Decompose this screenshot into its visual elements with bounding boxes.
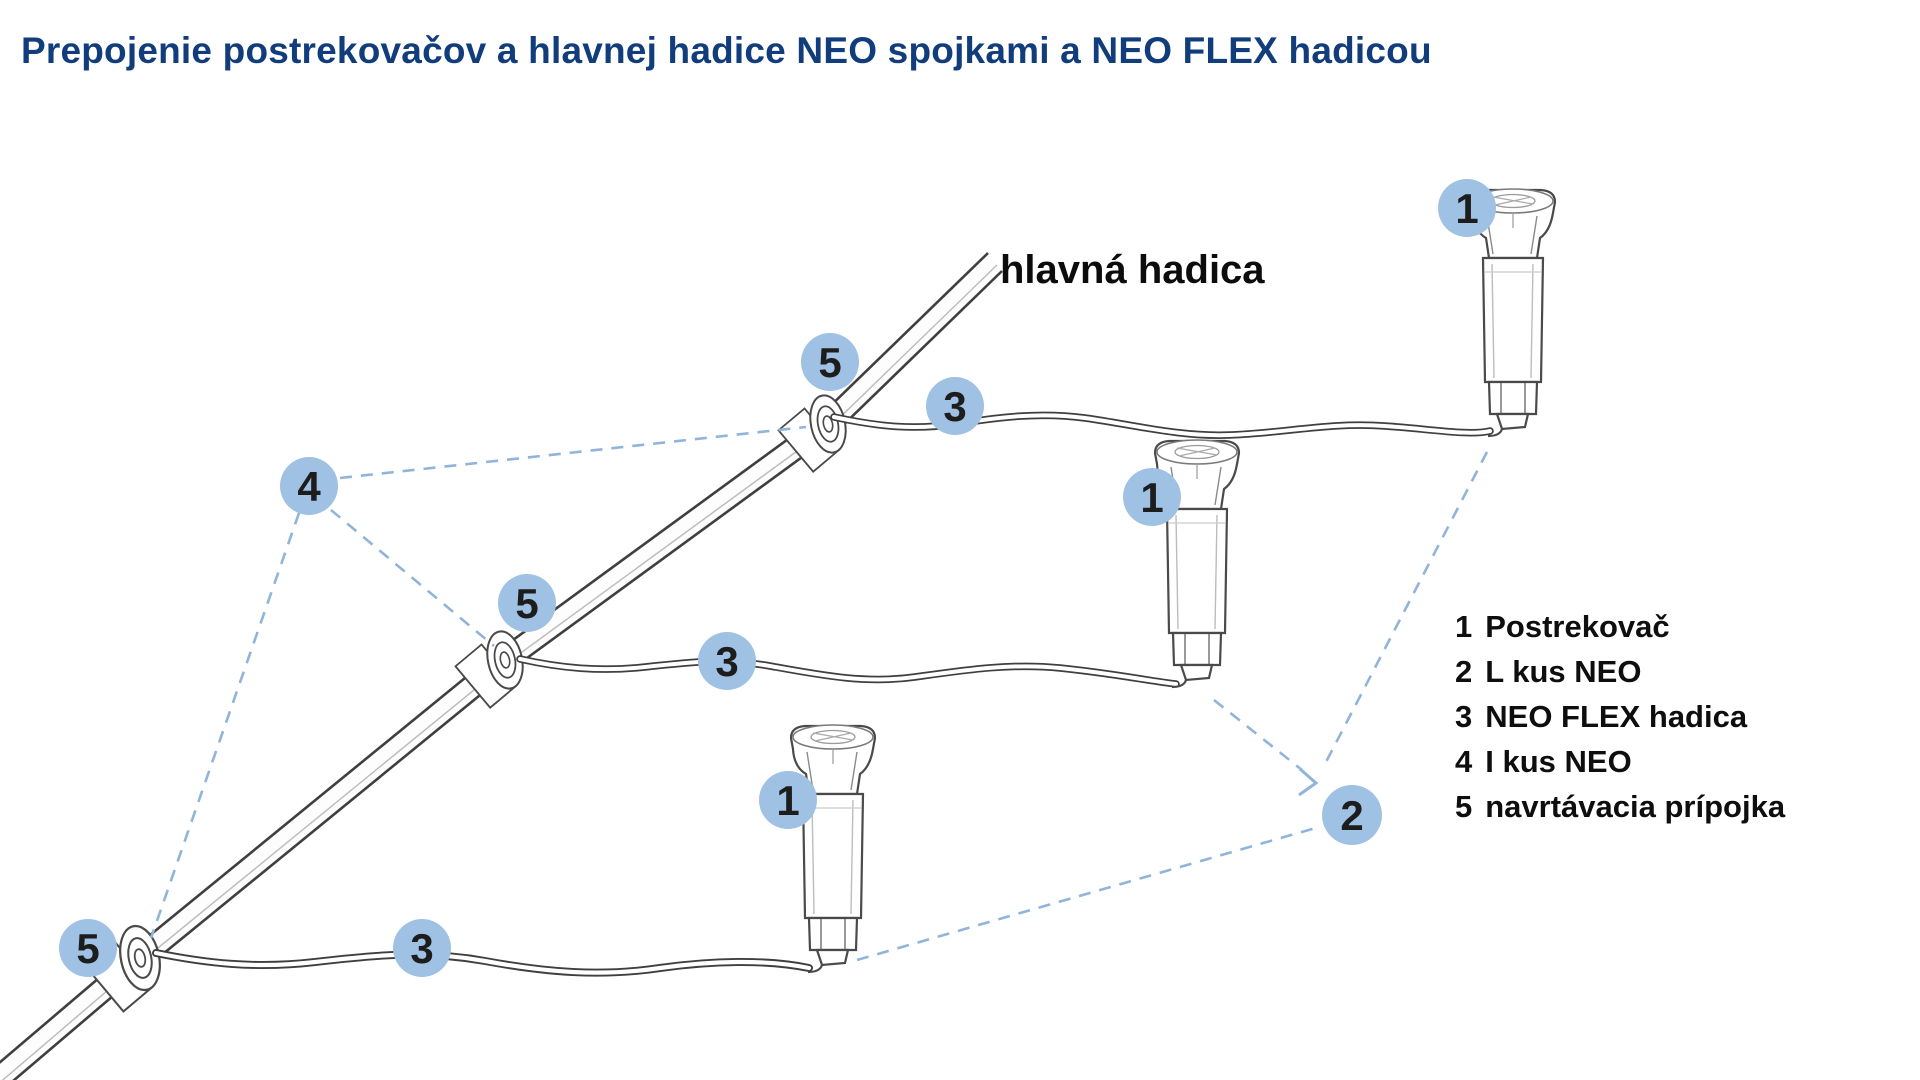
neo-flex-hose-bottom bbox=[152, 949, 813, 977]
marker-circle bbox=[1438, 179, 1496, 237]
marker-circle bbox=[59, 919, 117, 977]
marker-circle bbox=[801, 333, 859, 391]
marker-4: 4 bbox=[280, 457, 338, 515]
marker-circle bbox=[1123, 468, 1181, 526]
legend-item-label: navrtávacia prípojka bbox=[1485, 789, 1786, 824]
marker-5-top: 5 bbox=[801, 333, 859, 391]
callout-4-to-middle-saddle bbox=[330, 509, 495, 647]
marker-circle bbox=[280, 457, 338, 515]
legend-item-number: 1 bbox=[1455, 609, 1473, 644]
main-hose-label: hlavná hadica bbox=[1000, 248, 1265, 292]
marker-3-top: 3 bbox=[926, 377, 984, 435]
legend-item-i-kus-neo: 4 I kus NEO bbox=[1455, 739, 1785, 784]
legend-item-number: 2 bbox=[1455, 654, 1473, 689]
marker-number: 1 bbox=[776, 777, 799, 824]
callout-dashed-lines bbox=[149, 425, 1489, 962]
marker-number: 2 bbox=[1340, 792, 1363, 839]
neo-flex-hose-middle bbox=[516, 655, 1180, 688]
marker-1-top: 1 bbox=[1438, 179, 1496, 237]
legend-item-neo-flex-hadica: 3 NEO FLEX hadica bbox=[1455, 694, 1785, 739]
marker-number: 3 bbox=[943, 383, 966, 430]
marker-3-middle: 3 bbox=[698, 632, 756, 690]
legend-item-postrekovac: 1 Postrekovač bbox=[1455, 604, 1785, 649]
sprinkler-bottom bbox=[789, 723, 877, 974]
callout-arrowhead bbox=[1298, 767, 1319, 797]
marker-circle bbox=[393, 919, 451, 977]
marker-number: 1 bbox=[1455, 185, 1478, 232]
marker-number: 5 bbox=[76, 925, 99, 972]
legend-item-label: L kus NEO bbox=[1485, 654, 1642, 689]
marker-number: 3 bbox=[410, 925, 433, 972]
marker-circle bbox=[1322, 785, 1382, 845]
marker-number: 5 bbox=[515, 580, 538, 627]
marker-number: 5 bbox=[818, 339, 841, 386]
legend-item-navrtavacia-pripojka: 5 navrtávacia prípojka bbox=[1455, 784, 1785, 829]
marker-circle bbox=[926, 377, 984, 435]
legend-item-label: I kus NEO bbox=[1485, 744, 1632, 779]
callout-2-to-top-sprinkler bbox=[1324, 451, 1489, 763]
legend: 1 Postrekovač 2 L kus NEO 3 NEO FLEX hadica… bbox=[1455, 604, 1785, 829]
marker-circle bbox=[759, 771, 817, 829]
marker-2: 2 bbox=[1322, 785, 1382, 845]
page-title: Prepojenie postrekovačov a hlavnej hadic… bbox=[21, 30, 1432, 71]
marker-number: 3 bbox=[715, 638, 738, 685]
callout-4-to-top-saddle bbox=[339, 425, 807, 480]
marker-1-middle: 1 bbox=[1123, 468, 1181, 526]
marker-3-bottom: 3 bbox=[393, 919, 451, 977]
marker-circle bbox=[498, 574, 556, 632]
marker-5-bottom: 5 bbox=[59, 919, 117, 977]
legend-item-number: 4 bbox=[1455, 744, 1473, 779]
marker-5-middle: 5 bbox=[498, 574, 556, 632]
callout-2-to-bottom-sprinkler bbox=[856, 825, 1320, 962]
marker-number: 1 bbox=[1140, 474, 1163, 521]
legend-item-label: NEO FLEX hadica bbox=[1485, 699, 1748, 734]
legend-item-number: 3 bbox=[1455, 699, 1473, 734]
legend-item-l-kus-neo: 2 L kus NEO bbox=[1455, 649, 1785, 694]
marker-circle bbox=[698, 632, 756, 690]
marker-1-bottom: 1 bbox=[759, 771, 817, 829]
marker-number: 4 bbox=[297, 463, 321, 510]
legend-item-number: 5 bbox=[1455, 789, 1473, 824]
legend-item-label: Postrekovač bbox=[1485, 609, 1670, 644]
callout-2-to-middle-sprinkler bbox=[1213, 698, 1303, 772]
